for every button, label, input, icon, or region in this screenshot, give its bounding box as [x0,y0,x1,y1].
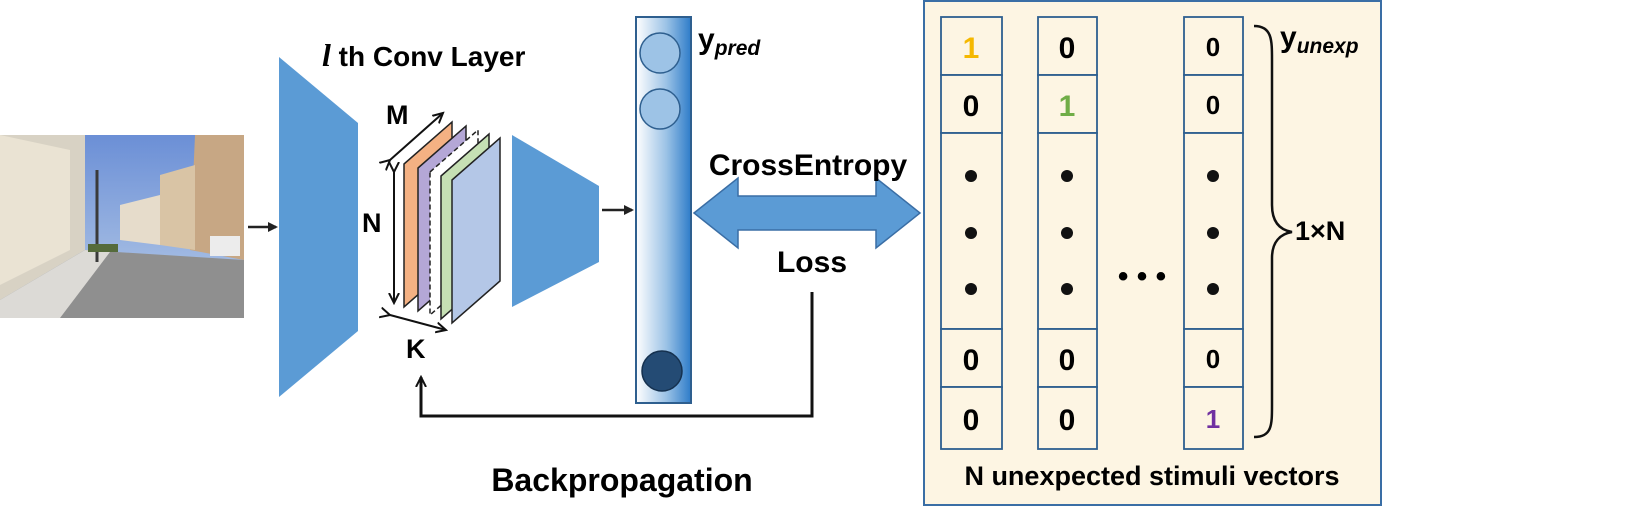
dim-m-arrow [390,113,443,160]
vector-2-cell-1: 0 [1059,32,1076,65]
loss-label: Loss [777,246,847,279]
dim-k-label: K [406,334,426,364]
stimulus-vector-2: 0 1 0 0 [1037,16,1098,450]
dim-k-arrow [390,315,446,330]
feature-map-stack [403,120,501,325]
vector-n-cell-1: 0 [1206,32,1220,62]
output-node-1 [639,32,681,74]
double-arrow-icon [692,176,922,250]
backprop-label: Backpropagation [491,462,752,498]
vector-1-cell-2: 0 [963,90,980,123]
vector-2-cell-3: 0 [1059,344,1076,377]
backprop-arrow [421,292,814,418]
output-node-last [641,350,683,392]
vector-1-cell-4: 0 [963,404,980,437]
y-pred-label: ypred [698,23,761,60]
vector-n-cell-2: 0 [1206,90,1220,120]
output-node-2 [639,88,681,130]
dim-m-label: M [386,100,409,130]
stimulus-vector-n: 0 0 0 1 [1183,16,1244,450]
column-ellipsis: • • • [1118,260,1166,293]
input-street-photo [0,135,244,318]
vector-n-cell-4: 1 [1206,404,1220,434]
stimuli-panel-title: N unexpected stimuli vectors [964,461,1339,491]
y-unexp-label: yunexp [1280,21,1359,58]
output-vector [635,16,692,404]
vector-2-cell-2: 1 [1059,90,1076,123]
vector-1-cell-3: 0 [963,344,980,377]
conv-layer-title: l th Conv Layer [322,37,525,73]
dim-n-label: N [362,208,382,238]
size-label: 1×N [1295,216,1345,246]
vector-1-cell-1: 1 [963,32,980,65]
feature-map-5 [451,136,501,325]
brace-icon [1253,24,1293,439]
vector-2-cell-4: 0 [1059,404,1076,437]
vector-n-cell-3: 0 [1206,344,1220,374]
encoder-trapezoid [279,57,358,397]
crossentropy-label: CrossEntropy [709,149,908,182]
stimulus-vector-1: 1 0 0 0 [940,16,1003,450]
decoder-trapezoid [512,135,599,307]
